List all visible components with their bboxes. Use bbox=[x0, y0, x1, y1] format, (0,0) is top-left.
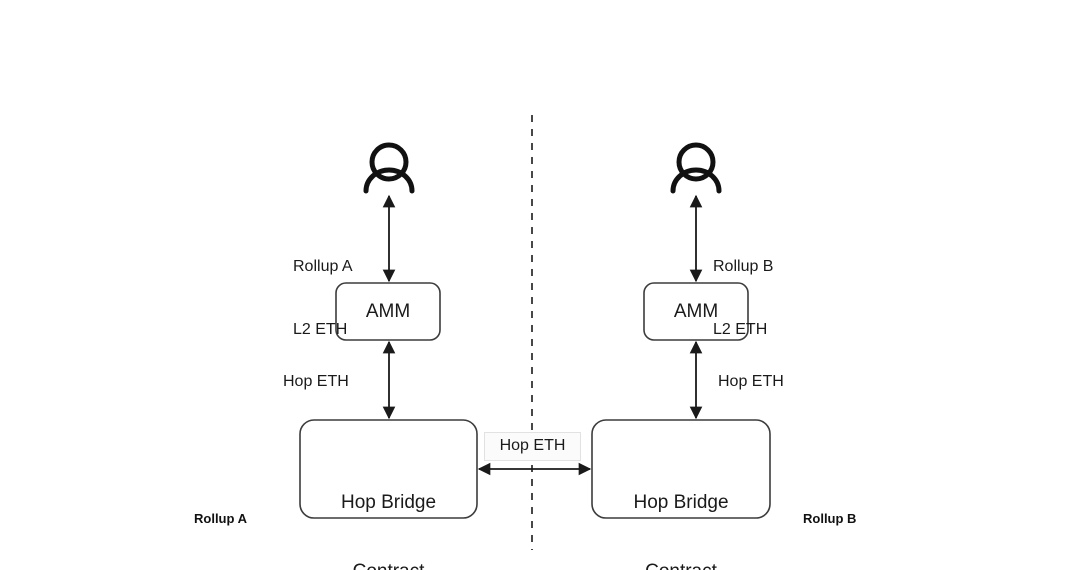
person-icon bbox=[363, 142, 415, 194]
edge-label-rollup-b-line1: Rollup B bbox=[713, 258, 774, 275]
edge-label-hop-eth-b: Hop ETH bbox=[718, 373, 784, 390]
edge-label-hop-eth-a: Hop ETH bbox=[283, 373, 349, 390]
zone-label-rollup-b: Rollup B bbox=[803, 511, 857, 526]
node-amm-a[interactable] bbox=[335, 282, 441, 341]
node-amm-b[interactable] bbox=[643, 282, 749, 341]
edge-label-rollup-a-line1: Rollup A bbox=[293, 258, 353, 275]
edge-label-rollup-a-l2-eth: Rollup A L2 ETH bbox=[293, 214, 353, 382]
edge-label-hop-eth-bridge: Hop ETH bbox=[484, 432, 581, 461]
person-icon bbox=[670, 142, 722, 194]
node-bridge-a[interactable] bbox=[299, 419, 478, 519]
zone-label-rollup-a: Rollup A bbox=[194, 511, 247, 526]
node-bridge-b[interactable] bbox=[591, 419, 771, 519]
edge-label-rollup-b-l2-eth: Rollup B L2 ETH bbox=[713, 214, 773, 382]
edge-label-rollup-b-line2: L2 ETH bbox=[713, 321, 768, 338]
edge-label-rollup-a-line2: L2 ETH bbox=[293, 321, 348, 338]
